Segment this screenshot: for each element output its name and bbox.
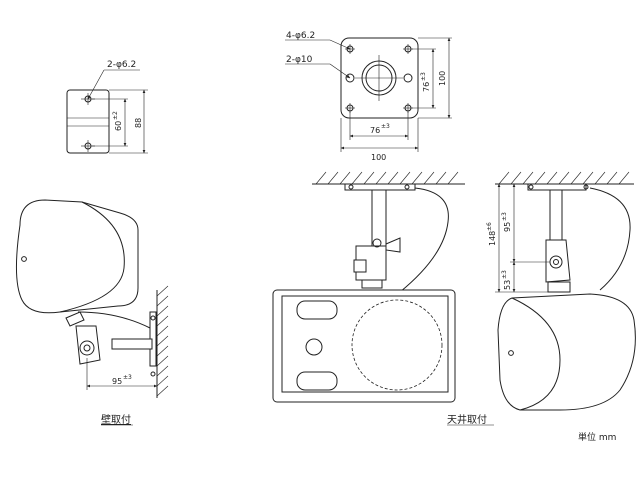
unit-label: 単位 mm (578, 431, 616, 443)
plate-height-label: 100 (438, 71, 447, 86)
plate-pitch-h-label: 76 (370, 126, 380, 135)
wall-bracket-view (66, 69, 148, 154)
bracket-hole-label: 2-φ6.2 (107, 60, 136, 70)
wall-offset-label: 95 (112, 377, 122, 386)
plate-pitch-v-label: 76 (422, 82, 431, 92)
plate-holes-small-label: 4-φ6.2 (286, 31, 315, 41)
plate-pitch-v-tol: ±3 (420, 72, 427, 81)
bracket-height-outer-label: 88 (134, 118, 143, 128)
bracket-height-inner-label: 60 (114, 121, 123, 131)
ceiling-mount-front-view (272, 171, 465, 403)
plate-pitch-h-tol: ±3 (381, 123, 390, 130)
ceiling-plate-view (285, 37, 452, 152)
ceiling-drop-total-tol: ±6 (486, 222, 493, 231)
ceiling-drop-lower-tol: ±3 (501, 270, 508, 279)
wall-offset-tol: ±3 (123, 374, 132, 381)
ceiling-drop-upper-tol: ±3 (501, 212, 508, 221)
ceiling-drop-total-label: 148 (488, 231, 497, 246)
ceiling-mount-side-view (495, 171, 636, 411)
ceiling-drop-upper-label: 95 (503, 222, 512, 232)
ceiling-mount-caption: 天井取付 (447, 413, 487, 426)
plate-hole-large-label: 2-φ10 (286, 55, 313, 65)
wall-mount-caption: 壁取付 (101, 413, 131, 426)
ceiling-drop-lower-label: 53 (503, 280, 512, 290)
wall-mount-view (15, 199, 169, 398)
plate-width-label: 100 (371, 153, 386, 162)
bracket-height-inner-tol: ±2 (112, 111, 119, 120)
